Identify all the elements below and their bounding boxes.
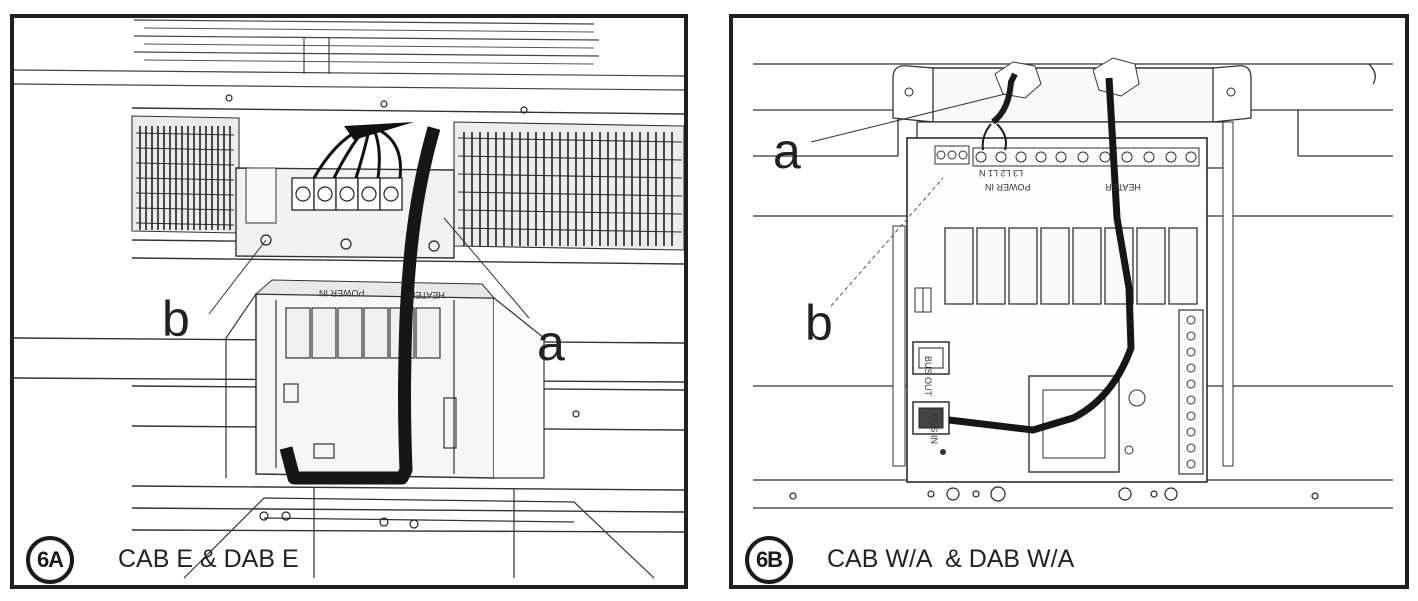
- panel-6b: L3 L2 L1 N POWER IN HEATER BUS OUT BUS I…: [729, 14, 1409, 589]
- board-label-heater: HEATER: [409, 290, 445, 300]
- diagram-6a-heater-wiring: [14, 19, 684, 579]
- callout-b: b: [162, 291, 190, 347]
- callout-b: b: [805, 295, 833, 351]
- caption-6b: CAB W/A & DAB W/A: [827, 545, 1075, 573]
- panel-6a: POWER IN HEATER b a 6A CAB E & DAB E: [10, 14, 688, 589]
- bus-in-label: BUS IN: [929, 414, 939, 445]
- caption-6a: CAB E & DAB E: [118, 545, 299, 573]
- board-label-power-in: POWER IN: [319, 288, 365, 298]
- figure-badge-6b: 6B: [745, 536, 793, 584]
- terminal-labels: L3 L2 L1 N: [979, 168, 1024, 178]
- diagram-6b-heater-wiring: [753, 57, 1393, 509]
- board-label-power-in: POWER IN: [985, 182, 1031, 192]
- bus-out-label: BUS OUT: [923, 356, 933, 397]
- board-label-heater: HEATER: [1105, 182, 1141, 192]
- callout-a: a: [773, 123, 801, 179]
- callout-a: a: [537, 315, 565, 371]
- figure-badge-6a: 6A: [26, 536, 74, 584]
